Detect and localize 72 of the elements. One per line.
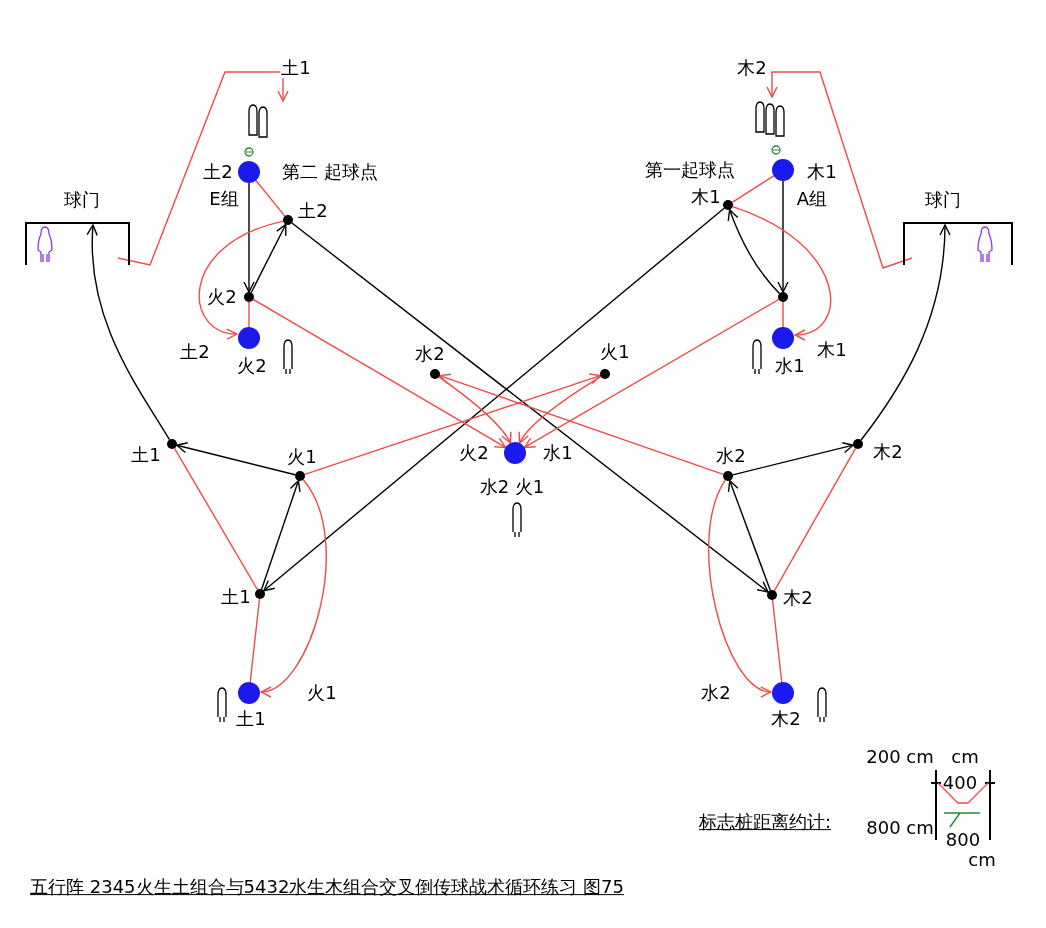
position-label: 土2 bbox=[203, 162, 233, 182]
arrow bbox=[198, 220, 284, 339]
arrow bbox=[727, 480, 771, 591]
unit-label: cm bbox=[968, 850, 996, 870]
position-label: 火2 bbox=[237, 356, 267, 376]
position-label: 水2 bbox=[415, 344, 445, 364]
position-label: E组 bbox=[209, 189, 239, 209]
position-label: 木2 bbox=[771, 709, 801, 729]
edge-label: 水2 bbox=[700, 683, 732, 703]
edge-label: 土2 bbox=[179, 342, 211, 362]
position-label: 球门 bbox=[925, 190, 961, 210]
position-label: A组 bbox=[796, 189, 828, 209]
arrow bbox=[518, 375, 602, 444]
position-label: 火2 bbox=[459, 443, 489, 463]
position-label: 第二 起球点 bbox=[282, 162, 378, 182]
arrow bbox=[87, 224, 171, 441]
edge-label: 土1 bbox=[280, 58, 312, 78]
path-line bbox=[173, 447, 259, 591]
path-line bbox=[731, 175, 775, 203]
note-text: 标志桩距离约计: bbox=[698, 812, 832, 832]
position-label: 火1 bbox=[287, 447, 317, 467]
edge-label: 木2 bbox=[736, 58, 768, 78]
path-line bbox=[773, 447, 857, 592]
position-label: 土2 bbox=[298, 201, 328, 221]
arrow bbox=[708, 479, 772, 695]
position-label: 水1 bbox=[775, 356, 805, 376]
arrow bbox=[252, 298, 507, 449]
arrow bbox=[304, 373, 601, 476]
arrow bbox=[523, 298, 780, 449]
arrow bbox=[766, 71, 913, 269]
unit-label: cm bbox=[951, 747, 979, 767]
arrow bbox=[732, 442, 854, 476]
position-label: 第一起球点 bbox=[645, 160, 735, 180]
position-label: 水1 bbox=[543, 443, 573, 463]
arrow bbox=[860, 224, 951, 441]
position-label: 土1 bbox=[221, 587, 251, 607]
path-line bbox=[771, 599, 783, 683]
edge-label: 火1 bbox=[306, 683, 338, 703]
arrow bbox=[291, 222, 769, 593]
position-label: 木1 bbox=[807, 162, 837, 182]
edge-label: 木1 bbox=[816, 340, 848, 360]
position-label: 木2 bbox=[783, 588, 813, 608]
arrow bbox=[727, 209, 781, 295]
dimension-label: 200 cm bbox=[866, 747, 934, 767]
arrow bbox=[250, 223, 287, 294]
path-line bbox=[782, 301, 784, 328]
arrow bbox=[263, 207, 725, 592]
position-label: 火2 bbox=[207, 287, 237, 307]
position-label: 火1 bbox=[600, 342, 630, 362]
position-label: 土1 bbox=[236, 709, 266, 729]
arrow bbox=[260, 480, 301, 590]
caption-text: 五行阵 2345火生土组合与5432水生木组合交叉倒传球战术循环练习 图75 bbox=[30, 877, 624, 897]
position-label: 水2 火1 bbox=[479, 477, 545, 497]
dimension-label: 800 bbox=[945, 830, 981, 850]
dimension-label: 400 bbox=[942, 773, 978, 793]
path-line bbox=[249, 598, 261, 683]
position-label: 土1 bbox=[131, 445, 161, 465]
arrow bbox=[243, 182, 255, 293]
arrow bbox=[260, 479, 327, 696]
arrow bbox=[117, 71, 289, 266]
dimension-label: 800 cm bbox=[866, 818, 934, 838]
arrow bbox=[438, 376, 512, 444]
arrow bbox=[176, 442, 296, 476]
position-label: 木1 bbox=[691, 187, 721, 207]
path-line bbox=[248, 301, 250, 328]
path-line bbox=[255, 179, 286, 217]
position-label: 木2 bbox=[873, 442, 903, 462]
position-label: 水2 bbox=[716, 446, 746, 466]
arrow bbox=[732, 205, 832, 340]
arrow bbox=[777, 180, 789, 293]
position-label: 球门 bbox=[64, 190, 100, 210]
arrow bbox=[439, 373, 724, 476]
